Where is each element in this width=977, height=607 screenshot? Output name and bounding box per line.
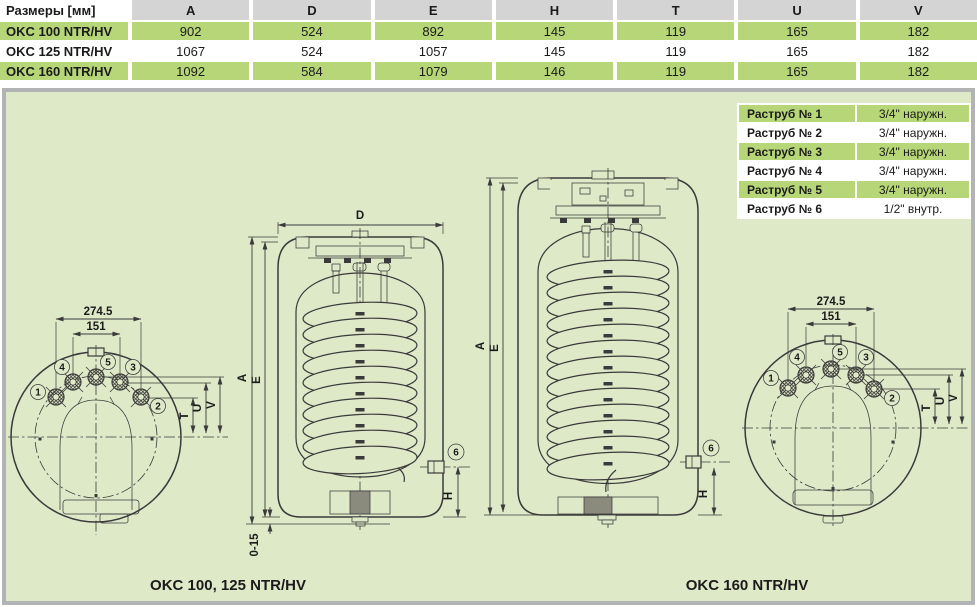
port-callout-3: 3 xyxy=(858,349,874,365)
model-name: OKC 160 NTR/HV xyxy=(0,62,128,80)
fitting-label: Раструб № 5 xyxy=(739,181,855,198)
dim-label-a: A xyxy=(475,342,487,350)
fitting-value: 1/2" внутр. xyxy=(857,200,969,217)
svg-text:6: 6 xyxy=(708,444,714,455)
column-header-t: T xyxy=(617,0,735,20)
table-cell: 119 xyxy=(617,42,735,60)
fitting-value: 3/4" наружн. xyxy=(857,143,969,160)
top-view-left: 274.5 151 1 4 5 3 2 xyxy=(8,306,228,535)
table-cell: 165 xyxy=(738,42,856,60)
svg-text:4: 4 xyxy=(59,363,65,374)
svg-text:2: 2 xyxy=(889,394,895,405)
port-callout-4: 4 xyxy=(54,359,70,375)
model-name: OKC 125 NTR/HV xyxy=(0,42,128,60)
column-header-sizes: Размеры [мм] xyxy=(0,0,128,20)
dim-label-v: V xyxy=(206,401,218,409)
table-cell: 145 xyxy=(495,22,614,40)
dim-label-v: V xyxy=(948,394,960,402)
table-cell: 584 xyxy=(253,62,371,80)
port-callout-5: 5 xyxy=(832,344,848,360)
table-cell: 145 xyxy=(495,42,614,60)
table-cell: 1067 xyxy=(132,42,250,60)
table-cell: 182 xyxy=(859,62,977,80)
dim-label-t: T xyxy=(921,404,933,411)
heating-coil xyxy=(546,259,670,481)
dim-label-274: 274.5 xyxy=(817,296,846,308)
dim-label-a: A xyxy=(237,374,249,382)
table-cell: 1092 xyxy=(132,62,250,80)
table-cell: 1079 xyxy=(374,62,492,80)
section-view-right: A E 6 H xyxy=(475,168,730,528)
port-callout-5: 5 xyxy=(100,354,116,370)
table-cell: 524 xyxy=(253,42,371,60)
dim-label-274: 274.5 xyxy=(84,306,113,318)
fitting-value: 3/4" наружн. xyxy=(857,105,969,122)
column-header-a: A xyxy=(132,0,250,20)
fitting-label: Раструб № 1 xyxy=(739,105,855,122)
port-callout-6: 6 xyxy=(447,443,465,461)
port-callout-3: 3 xyxy=(125,359,141,375)
top-view-right: 274.5 151 1 4 5 3 2 xyxy=(742,296,970,528)
dim-label-e: E xyxy=(251,376,263,384)
table-cell: 165 xyxy=(738,62,856,80)
svg-text:6: 6 xyxy=(453,448,459,459)
svg-text:3: 3 xyxy=(863,353,869,364)
port-callout-1: 1 xyxy=(763,370,779,386)
dim-label-u: U xyxy=(935,397,947,405)
svg-text:1: 1 xyxy=(35,388,41,399)
fitting-label: Раструб № 6 xyxy=(739,200,855,217)
column-header-v: V xyxy=(859,0,977,20)
port-callout-6: 6 xyxy=(702,439,720,457)
fitting-label: Раструб № 2 xyxy=(739,124,855,141)
table-cell: 165 xyxy=(738,22,856,40)
table-cell: 1057 xyxy=(374,42,492,60)
dim-label-h: H xyxy=(698,490,710,498)
dim-label-h: H xyxy=(443,492,455,500)
fitting-label: Раструб № 3 xyxy=(739,143,855,160)
fitting-value: 3/4" наружн. xyxy=(857,181,969,198)
dim-label-e: E xyxy=(489,344,501,352)
dim-label-t: T xyxy=(179,412,191,419)
svg-text:2: 2 xyxy=(155,402,161,413)
fittings-legend-table: Раструб № 1 3/4" наружн. Раструб № 2 3/4… xyxy=(737,103,971,219)
svg-text:3: 3 xyxy=(130,363,136,374)
port-callout-2: 2 xyxy=(150,398,166,414)
dim-label-d: D xyxy=(356,210,364,222)
table-cell: 146 xyxy=(495,62,614,80)
svg-text:5: 5 xyxy=(837,348,843,359)
caption-okc-100-125: OKC 100, 125 NTR/HV xyxy=(150,577,306,594)
column-header-d: D xyxy=(253,0,371,20)
column-header-u: U xyxy=(738,0,856,20)
fitting-label: Раструб № 4 xyxy=(739,162,855,179)
dim-label-u: U xyxy=(192,404,204,412)
table-cell: 119 xyxy=(617,62,735,80)
table-cell: 892 xyxy=(374,22,492,40)
fitting-value: 3/4" наружн. xyxy=(857,162,969,179)
port-callout-1: 1 xyxy=(30,384,46,400)
dim-label-151: 151 xyxy=(86,321,106,333)
table-cell: 524 xyxy=(253,22,371,40)
column-header-h: H xyxy=(495,0,614,20)
section-view-left: D A E 0-15 6 H xyxy=(237,210,472,557)
dim-label-151: 151 xyxy=(821,311,841,323)
svg-text:5: 5 xyxy=(105,358,111,369)
port-callout-4: 4 xyxy=(789,349,805,365)
heating-coil xyxy=(302,301,418,475)
table-cell: 902 xyxy=(132,22,250,40)
column-header-e: E xyxy=(374,0,492,20)
caption-okc-160: OKC 160 NTR/HV xyxy=(685,577,809,594)
model-name: OKC 100 NTR/HV xyxy=(0,22,128,40)
svg-text:4: 4 xyxy=(794,353,800,364)
dimensions-table: Размеры [мм] A D E H T U V OKC 100 NTR/H… xyxy=(0,0,977,80)
port-callout-2: 2 xyxy=(884,390,900,406)
table-cell: 182 xyxy=(859,42,977,60)
dim-label-foot-range: 0-15 xyxy=(249,533,261,557)
svg-text:1: 1 xyxy=(768,374,774,385)
table-cell: 182 xyxy=(859,22,977,40)
fitting-value: 3/4" наружн. xyxy=(857,124,969,141)
table-cell: 119 xyxy=(617,22,735,40)
